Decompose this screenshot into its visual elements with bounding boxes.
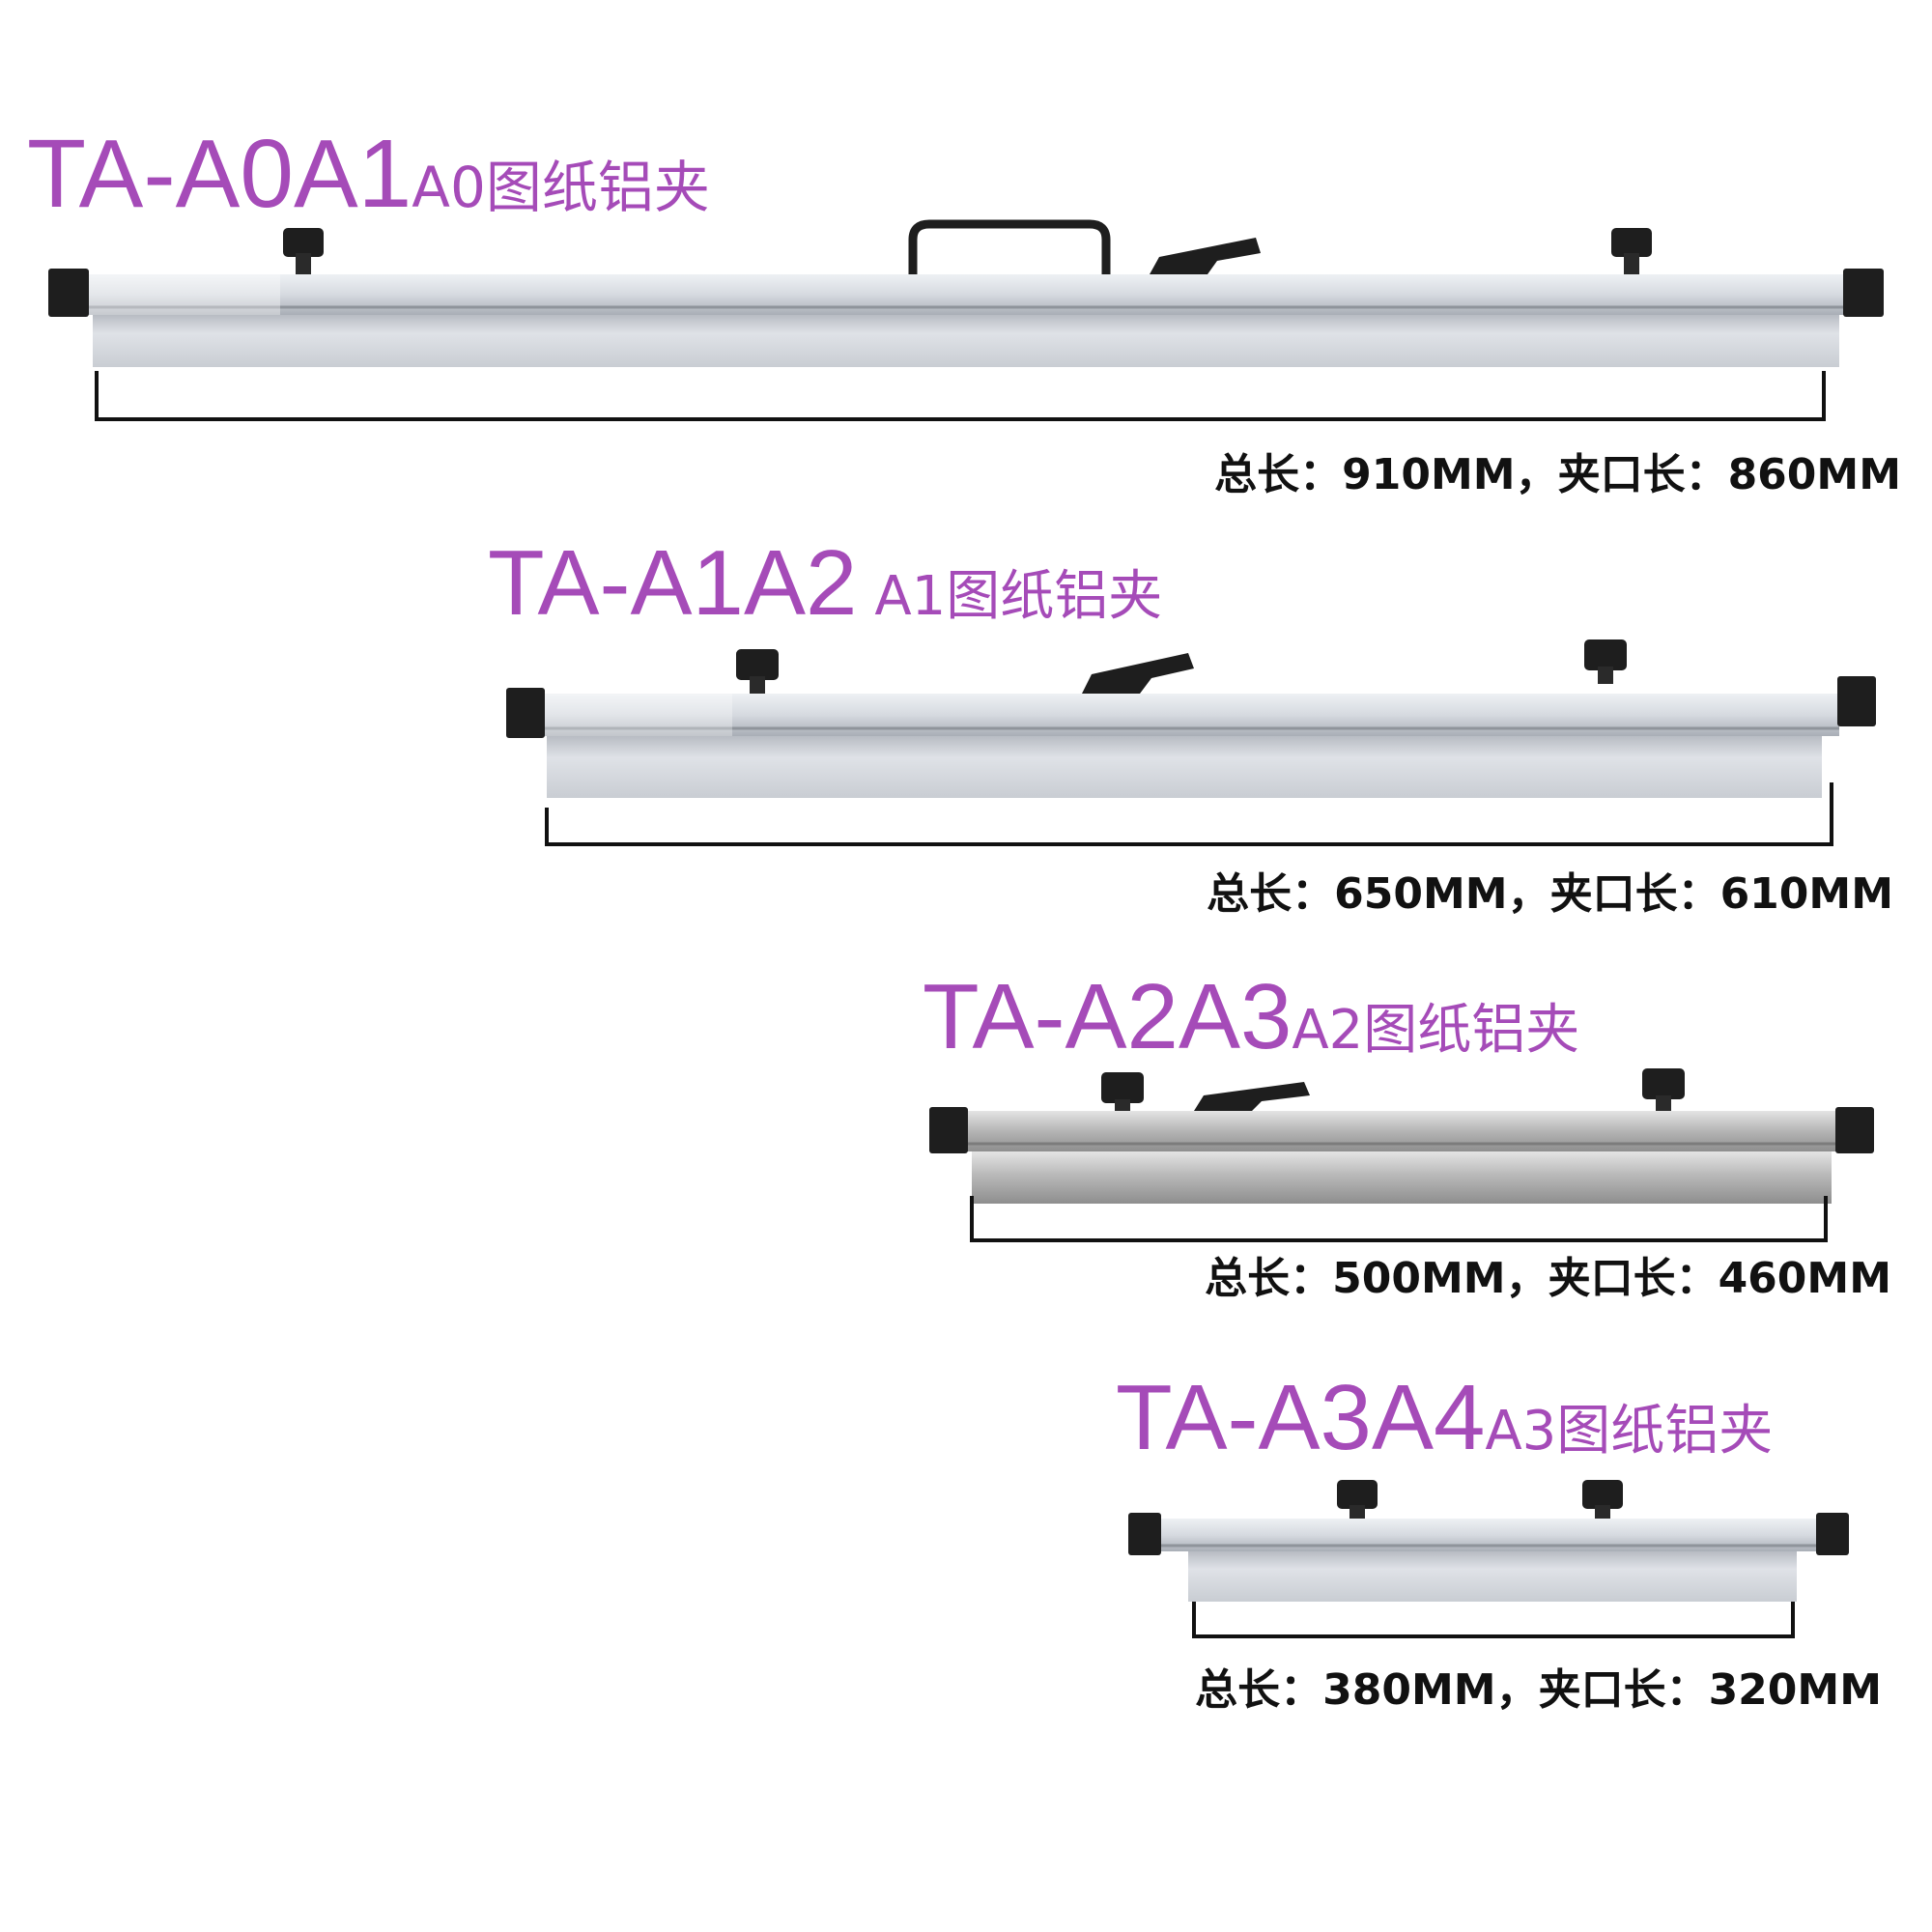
product-name: A3图纸铝夹 (1485, 1400, 1774, 1463)
clip-plate (547, 736, 1822, 798)
product-title: TA-A3A4A3图纸铝夹 (1116, 1372, 1773, 1464)
clip-plate (1188, 1551, 1797, 1602)
product-title: TA-A2A3A2图纸铝夹 (923, 971, 1579, 1064)
product-name: A1图纸铝夹 (874, 565, 1163, 628)
knob-left-icon (283, 228, 324, 274)
dimension-bracket (1192, 1602, 1795, 1638)
latch-icon (1150, 238, 1261, 274)
knob-right-icon (1582, 1480, 1623, 1519)
latch-icon (1082, 653, 1194, 694)
end-cap-right (1816, 1513, 1849, 1555)
dimension-bracket (545, 782, 1833, 846)
clip-plate (972, 1151, 1832, 1204)
spec-text: 总长：380MM，夹口长：320MM (1195, 1665, 1882, 1715)
dimension-bracket (970, 1196, 1828, 1242)
end-cap-right (1837, 676, 1876, 726)
model-code: TA-A0A1 (27, 120, 412, 228)
knob-right-icon (1642, 1068, 1685, 1111)
clip-image-a0 (48, 219, 1884, 421)
model-code: TA-A2A3 (923, 965, 1293, 1068)
clip-bar (962, 1111, 1839, 1151)
product-name: A0图纸铝夹 (412, 155, 710, 220)
product-title: TA-A0A1A0图纸铝夹 (27, 126, 710, 222)
spec-text: 总长：650MM，夹口长：610MM (1207, 869, 1893, 919)
end-cap-left (48, 269, 89, 317)
end-cap-left (506, 688, 545, 738)
clip-image-a1 (506, 639, 1876, 846)
handle-icon (908, 219, 1111, 274)
end-cap-right (1835, 1107, 1874, 1153)
model-code: TA-A1A2 (488, 531, 858, 635)
knob-left-icon (1101, 1072, 1144, 1111)
spec-text: 总长：500MM，夹口长：460MM (1205, 1254, 1891, 1303)
clip-bar (1157, 1519, 1820, 1551)
knob-left-icon (736, 649, 779, 694)
clip-bar (539, 694, 1839, 736)
latch-icon (1194, 1082, 1310, 1111)
spec-text: 总长：910MM，夹口长：860MM (1214, 450, 1901, 499)
clip-plate (93, 315, 1839, 367)
end-cap-left (929, 1107, 968, 1153)
product-name: A2图纸铝夹 (1292, 999, 1580, 1062)
clip-image-a2 (929, 1068, 1874, 1242)
clip-bar (87, 274, 1845, 315)
end-cap-right (1843, 269, 1884, 317)
end-cap-left (1128, 1513, 1161, 1555)
knob-left-icon (1337, 1480, 1378, 1519)
knob-right-icon (1584, 639, 1627, 684)
model-code: TA-A3A4 (1116, 1366, 1486, 1469)
dimension-bracket (95, 371, 1826, 421)
clip-image-a3 (1128, 1480, 1849, 1638)
knob-right-icon (1611, 228, 1652, 274)
